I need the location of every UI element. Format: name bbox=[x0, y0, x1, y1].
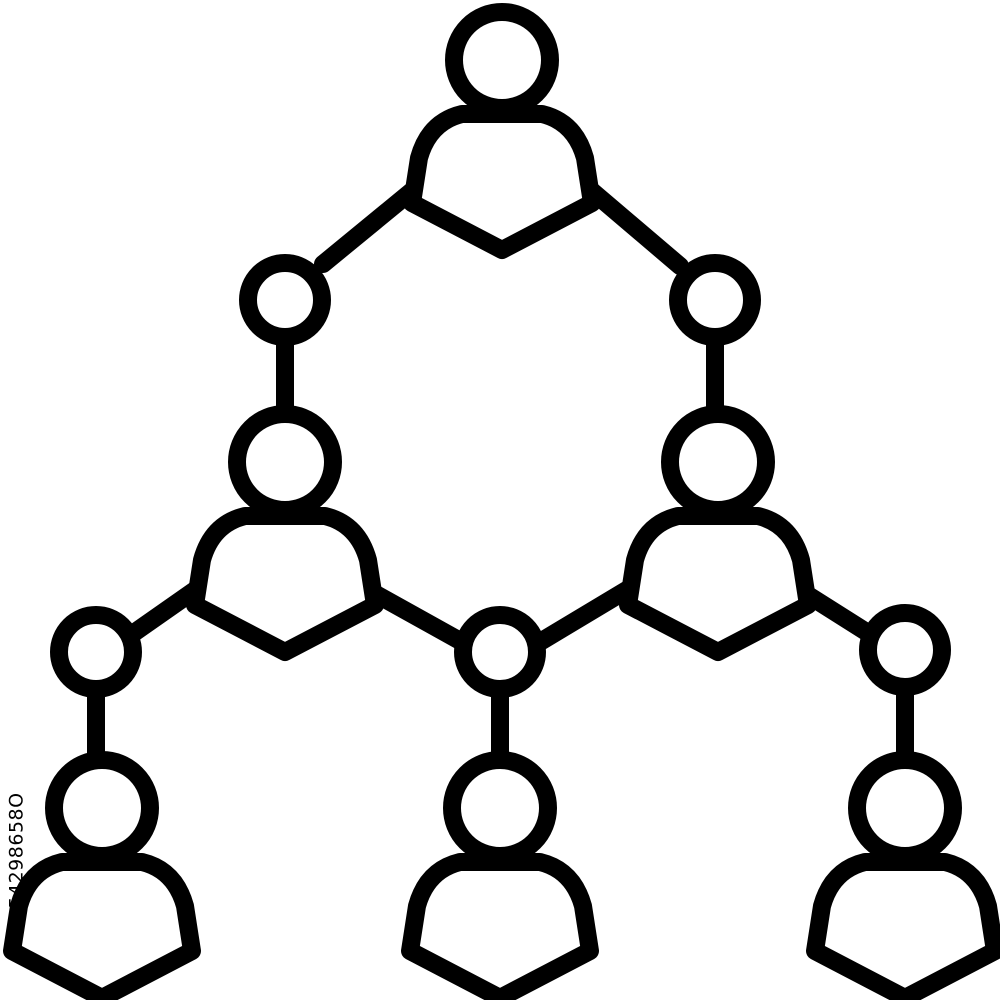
stock-id-watermark: #154298658O bbox=[2, 740, 32, 990]
edge-top-left bbox=[314, 177, 427, 273]
connector-node-left bbox=[239, 254, 331, 346]
edge-midright-center bbox=[531, 579, 639, 651]
person-icon bbox=[12, 760, 192, 998]
connector-nodes bbox=[50, 254, 951, 698]
person-icons bbox=[12, 12, 995, 998]
person-icon bbox=[628, 414, 808, 652]
connector-node-bottom-left bbox=[50, 606, 142, 698]
stock-id-text: #154298658O bbox=[6, 792, 29, 938]
connector-node-bottom-right bbox=[859, 604, 951, 696]
person-icon bbox=[410, 760, 590, 998]
connector-node-right bbox=[669, 254, 761, 346]
person-icon bbox=[815, 760, 995, 998]
connector-node-bottom-center bbox=[454, 606, 546, 698]
person-icon bbox=[195, 414, 375, 652]
person-icon bbox=[412, 12, 592, 250]
edge-midleft-outer bbox=[119, 579, 207, 646]
edge-top-right bbox=[577, 177, 689, 275]
